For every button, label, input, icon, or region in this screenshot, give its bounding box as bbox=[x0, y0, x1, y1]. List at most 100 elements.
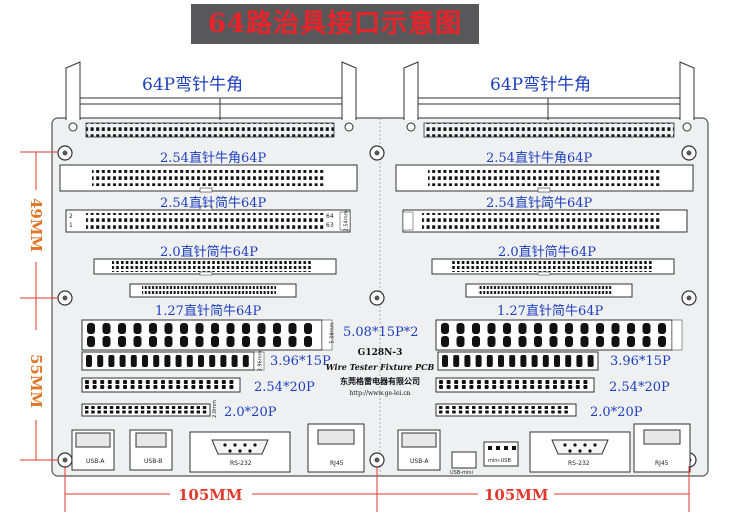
terminal-pin bbox=[445, 410, 450, 414]
right-label-254-20p: 2.54*20P bbox=[609, 380, 670, 395]
terminal-pin bbox=[190, 406, 194, 409]
terminal-pin bbox=[452, 410, 456, 414]
terminal-pin bbox=[119, 355, 126, 367]
terminal-pin bbox=[477, 385, 481, 389]
terminal-pin bbox=[109, 406, 114, 409]
terminal-pin bbox=[557, 410, 562, 414]
terminal-pin bbox=[542, 355, 549, 367]
right-label-127-straight: 1.27直针简牛64P bbox=[497, 304, 604, 319]
terminal-pin bbox=[551, 410, 555, 414]
terminal-pin bbox=[130, 380, 135, 384]
terminal-pin bbox=[149, 323, 157, 334]
terminal-pin bbox=[485, 406, 489, 409]
terminal-pin bbox=[186, 355, 193, 367]
terminal-pin bbox=[465, 410, 469, 414]
terminal-pin bbox=[164, 323, 173, 334]
terminal-pin bbox=[168, 385, 173, 389]
terminal-pin bbox=[564, 410, 568, 414]
terminal-pin bbox=[441, 336, 449, 347]
dimension-width-right: 105MM bbox=[484, 486, 549, 504]
terminal-pin bbox=[100, 380, 105, 384]
terminal-pin bbox=[522, 380, 527, 384]
terminal-pin bbox=[452, 406, 456, 409]
terminal-pin bbox=[485, 410, 489, 414]
terminal-pin bbox=[87, 323, 95, 334]
terminal-pin bbox=[565, 336, 573, 347]
terminal-pin bbox=[175, 355, 182, 367]
terminal-pin bbox=[257, 323, 266, 334]
terminal-pin bbox=[454, 380, 459, 384]
left-usb-a-label: USB-A bbox=[86, 458, 105, 465]
terminal-pin bbox=[503, 336, 511, 347]
terminal-pin bbox=[442, 355, 448, 367]
terminal-pin bbox=[642, 323, 651, 334]
terminal-pin bbox=[549, 336, 558, 347]
terminal-pin bbox=[458, 410, 463, 414]
terminal-pin bbox=[288, 336, 297, 347]
pin-mark-1: 1 bbox=[69, 222, 73, 229]
pitch-508: 5.08mm bbox=[329, 322, 336, 344]
terminal-pin bbox=[560, 385, 565, 389]
terminal-pin bbox=[511, 406, 516, 409]
terminal-pin bbox=[498, 410, 502, 414]
terminal-pin bbox=[564, 406, 568, 409]
terminal-pin bbox=[168, 380, 173, 384]
terminal-pin bbox=[484, 380, 489, 384]
right-label-254-straight: 2.54直针简牛64P bbox=[486, 196, 593, 211]
right-rs232-label: RS-232 bbox=[568, 460, 590, 467]
terminal-pin bbox=[553, 385, 557, 389]
terminal-pin bbox=[575, 385, 580, 389]
terminal-pin bbox=[242, 355, 249, 367]
terminal-pin bbox=[159, 406, 163, 409]
terminal-pin bbox=[545, 380, 550, 384]
terminal-pin bbox=[538, 406, 542, 409]
terminal-pin bbox=[118, 323, 126, 334]
terminal-pin bbox=[142, 355, 148, 367]
terminal-pin bbox=[165, 406, 170, 409]
pitch-254: 2.54mm bbox=[343, 210, 350, 232]
terminal-pin bbox=[583, 380, 588, 384]
terminal-pin bbox=[461, 385, 466, 389]
terminal-pin bbox=[97, 410, 101, 414]
terminal-pin bbox=[184, 410, 188, 414]
terminal-pin bbox=[469, 380, 474, 384]
terminal-pin bbox=[191, 385, 196, 389]
terminal-pin bbox=[149, 336, 157, 347]
right-label-396: 3.96*15P bbox=[610, 354, 671, 369]
terminal-pin bbox=[116, 406, 120, 409]
terminal-pin bbox=[453, 355, 460, 367]
terminal-pin bbox=[545, 385, 550, 389]
terminal-pin bbox=[180, 336, 188, 347]
terminal-pin bbox=[288, 323, 297, 334]
terminal-pin bbox=[85, 410, 89, 414]
terminal-pin bbox=[456, 323, 465, 334]
terminal-pin bbox=[596, 323, 604, 334]
terminal-pin bbox=[491, 410, 496, 414]
terminal-pin bbox=[196, 406, 201, 409]
terminal-pin bbox=[544, 410, 549, 414]
terminal-pin bbox=[231, 355, 238, 367]
left-label-254-20p: 2.54*20P bbox=[254, 380, 315, 395]
board-model: G128N-3 bbox=[357, 348, 403, 358]
terminal-pin bbox=[153, 406, 157, 409]
terminal-pin bbox=[242, 336, 250, 347]
terminal-pin bbox=[116, 410, 120, 414]
terminal-pin bbox=[458, 406, 463, 409]
terminal-pin bbox=[140, 406, 145, 409]
terminal-pin bbox=[257, 336, 266, 347]
terminal-pin bbox=[518, 410, 522, 414]
terminal-pin bbox=[515, 380, 519, 384]
terminal-pin bbox=[565, 323, 573, 334]
right-usb-mini-label: USB-mini bbox=[450, 470, 473, 476]
terminal-pin bbox=[153, 355, 160, 367]
terminal-pin bbox=[176, 380, 181, 384]
terminal-pin bbox=[524, 406, 529, 409]
terminal-pin bbox=[178, 410, 182, 414]
dimension-height-top: 49MM bbox=[27, 197, 46, 253]
terminal-pin bbox=[145, 385, 150, 389]
terminal-pin bbox=[580, 336, 589, 347]
terminal-pin bbox=[587, 355, 594, 367]
left-label-127-straight: 1.27直针简牛64P bbox=[155, 304, 262, 319]
terminal-pin bbox=[484, 385, 489, 389]
terminal-pin bbox=[524, 410, 529, 414]
